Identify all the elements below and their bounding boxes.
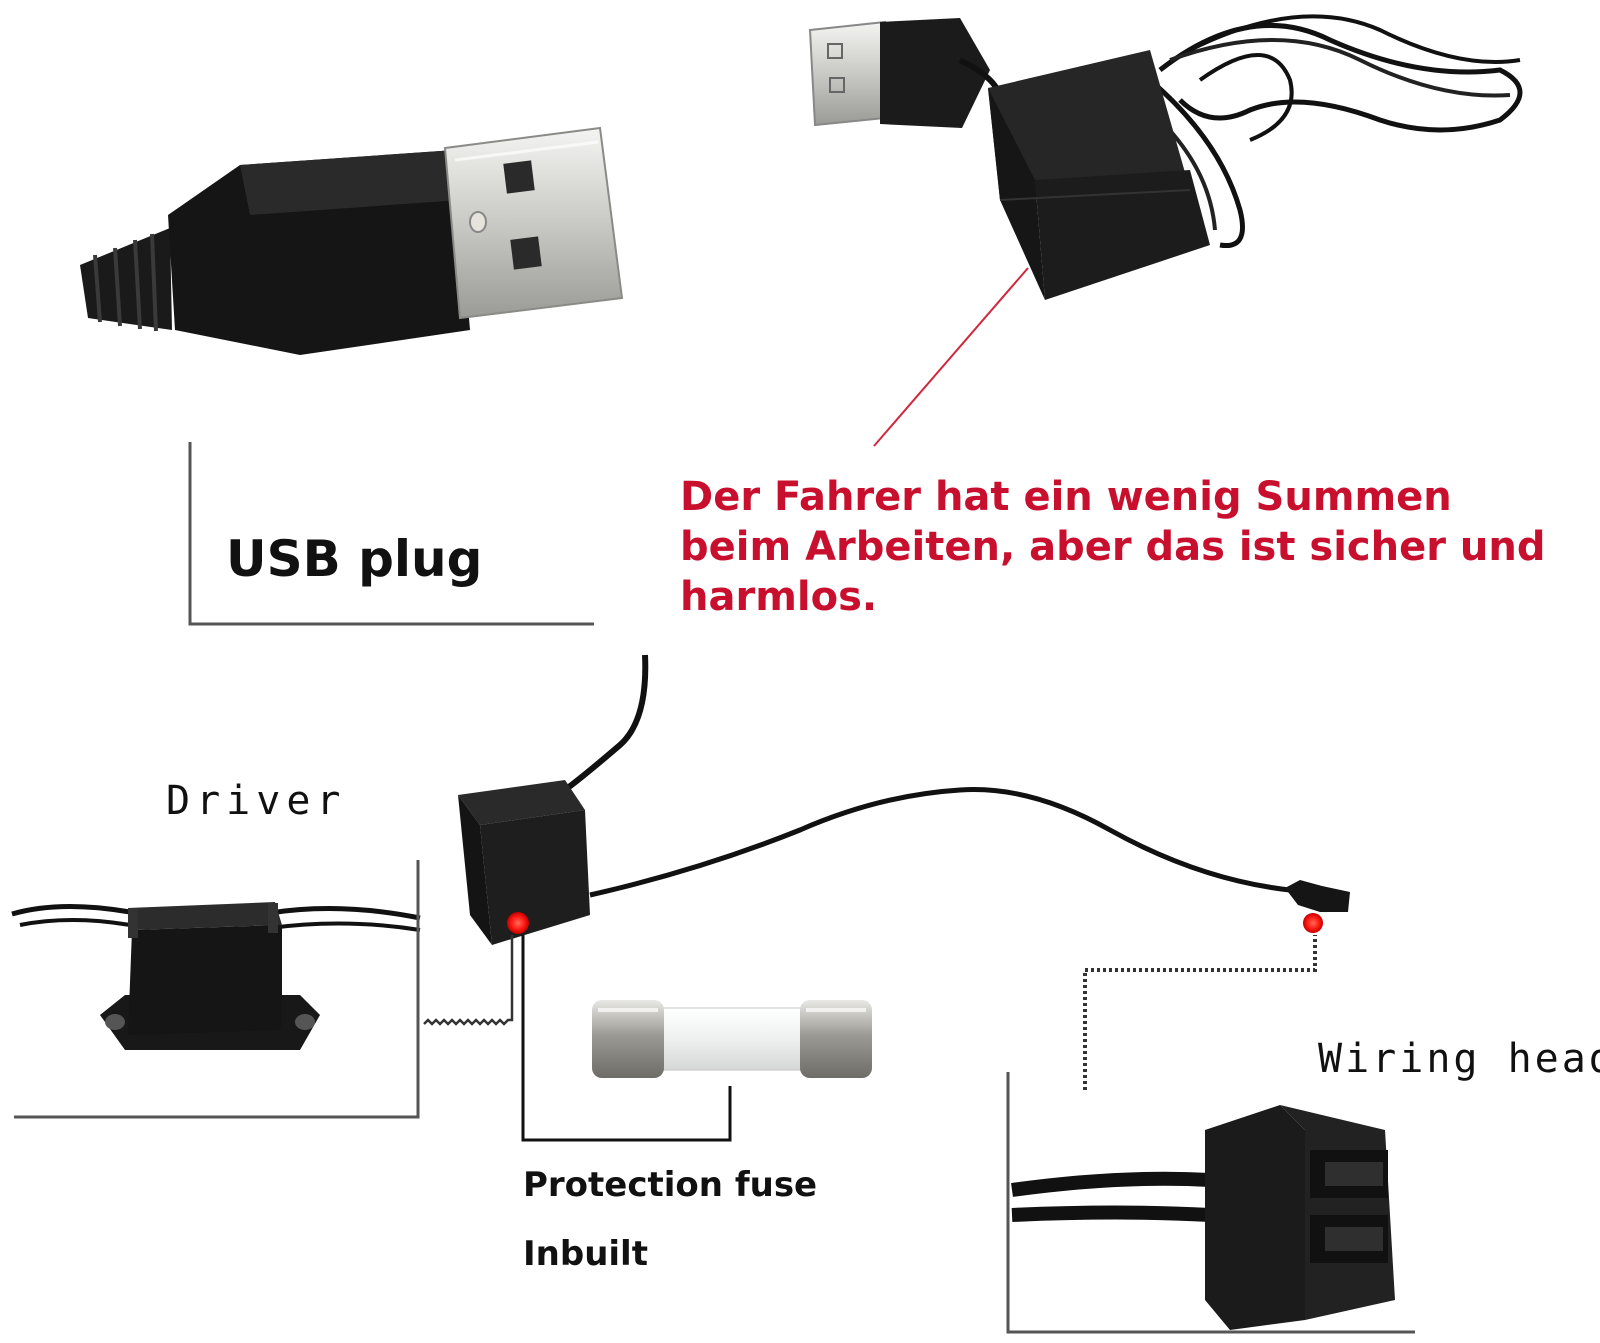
wiring-head-label: Wiring head bbox=[1318, 1036, 1600, 1082]
hum-note-line: beim Arbeiten, aber das ist sicher und bbox=[680, 524, 1546, 570]
usb-plug-bracket bbox=[188, 442, 594, 626]
fuse-photo bbox=[592, 1000, 872, 1078]
note-leader-line bbox=[873, 267, 1029, 447]
wiring-head-bracket bbox=[1006, 1072, 1415, 1334]
indicator-dot-icon bbox=[507, 912, 529, 934]
driver-photo bbox=[11, 902, 421, 1050]
usb-cable-driver-photo bbox=[808, 14, 1523, 300]
fuse-leader-line bbox=[521, 935, 732, 1142]
wiring-head-photo bbox=[1011, 1105, 1395, 1330]
protection-fuse-label: Protection fuse bbox=[523, 1165, 818, 1205]
wiring-head-leader-line bbox=[1083, 935, 1317, 1090]
indicator-dot-icon bbox=[1303, 913, 1323, 933]
inbuilt-label: Inbuilt bbox=[523, 1234, 648, 1274]
usb-plug-label: USB plug bbox=[226, 530, 483, 588]
hum-note-line: Der Fahrer hat ein wenig Summen bbox=[680, 474, 1452, 520]
driver-bracket bbox=[14, 860, 420, 1119]
driver-label: Driver bbox=[166, 778, 347, 824]
usb-plug-photo bbox=[80, 126, 624, 355]
cable-assembly bbox=[458, 654, 1350, 945]
hum-note-line: harmlos. bbox=[680, 574, 878, 620]
hum-note: Der Fahrer hat ein wenig Summen beim Arb… bbox=[680, 472, 1546, 622]
driver-connection-line bbox=[423, 935, 514, 1026]
